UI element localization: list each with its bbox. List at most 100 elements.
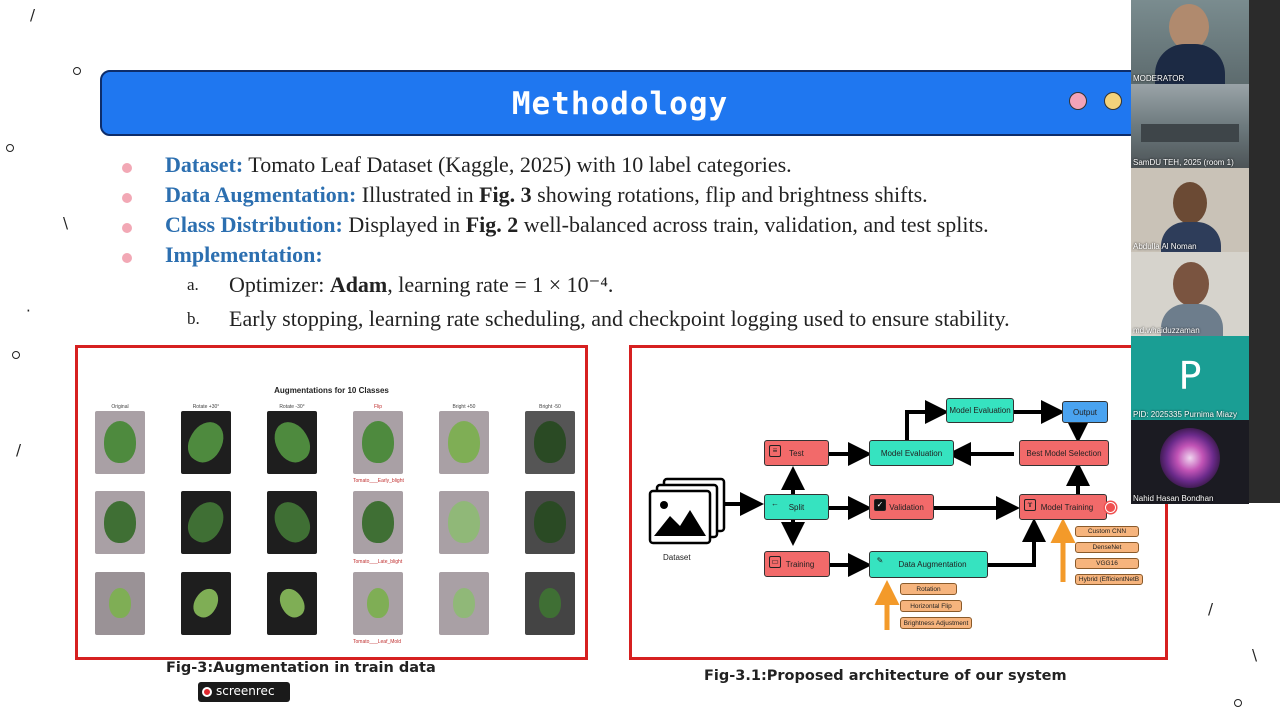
column-header: Rotate -30° [279,404,305,410]
aug-option: Brightness Adjustment [900,617,972,629]
architecture-figure: Dataset ≡ Test ← Split ▭ Training Model … [629,345,1168,660]
screenrec-label: screenrec [216,684,275,698]
bullet-implementation: Implementation: [122,242,1122,272]
node-model-training: ɤ Model Training [1019,494,1107,520]
participant-tile[interactable]: MODERATOR [1131,0,1249,84]
row-label: Tomato___Leaf_Mold [353,639,402,645]
participant-panel: MODERATOR SamDU TEH, 2025 (room 1) Abdul… [1131,0,1280,504]
participant-name: SamDU TEH, 2025 (room 1) [1133,158,1234,167]
aug-option: Rotation [900,583,957,595]
augmentation-figure: Augmentations for 10 Classes Original Ro… [75,345,588,660]
participant-tile[interactable]: Abdulla Al Noman [1131,168,1249,252]
participant-initial: P [1178,354,1202,398]
bullet-marker [122,223,132,233]
fig-3-caption: Fig-3:Augmentation in train data [166,660,436,676]
leaf-image [181,491,231,554]
column-header: Flip [373,404,383,410]
leaf-image [95,411,145,474]
fig-3-1-caption: Fig-3.1:Proposed architecture of our sys… [704,668,1067,684]
clipboard-icon: ≡ [769,445,781,457]
model-option: Hybrid (EfficientNetB [1075,574,1143,585]
bullet-data-augmentation: Data Augmentation: Illustrated in Fig. 3… [122,182,1122,212]
leaf-image [267,411,317,474]
participant-name: Nahid Hasan Bondhan [1133,494,1214,503]
checkbox-icon: ✓ [874,499,886,511]
leaf-image [439,411,489,474]
circle-decoration [12,351,20,359]
column-header: Bright -50 [539,404,561,410]
node-model-evaluation-top: Model Evaluation [946,398,1014,423]
node-output: Output [1062,401,1108,423]
pink-dot-icon [1069,92,1087,110]
slide-title-bar: Methodology [100,70,1140,136]
slide-title: Methodology [511,86,729,122]
leaf-image [353,411,403,474]
bullet-class-distribution: Class Distribution: Displayed in Fig. 2 … [122,212,1122,242]
sub-item-early-stopping: b. Early stopping, learning rate schedul… [187,306,1010,331]
leaf-image [525,491,575,554]
bullet-marker [122,253,132,263]
dot-decoration: · [26,302,31,320]
bullet-list: Dataset: Tomato Leaf Dataset (Kaggle, 20… [122,152,1122,340]
node-data-augmentation: ✎ Data Augmentation [869,551,988,578]
column-header: Rotate +30° [192,404,220,410]
node-model-evaluation: Model Evaluation [869,440,954,466]
leaf-image [181,572,231,635]
row-label: Tomato___Late_blight [353,559,403,565]
leaf-image [181,411,231,474]
circle-decoration [1234,699,1242,707]
slash-decoration: / [1208,600,1214,618]
red-pointer-dot [1105,502,1116,513]
leaf-image [525,411,575,474]
row-label: Tomato___Early_blight [353,478,404,484]
brain-icon: ɤ [1024,499,1036,511]
participant-tile[interactable]: md.whaiduzzaman [1131,252,1249,336]
bullet-marker [122,193,132,203]
backslash-decoration: \ [63,214,69,232]
model-option: VGG16 [1075,558,1139,569]
augmentation-figure-title: Augmentations for 10 Classes [274,386,389,395]
participant-tile[interactable]: SamDU TEH, 2025 (room 1) [1131,84,1249,168]
leaf-image [353,572,403,635]
node-validation: ✓ Validation [869,494,934,520]
circle-decoration [73,67,81,75]
node-best-model-selection: Best Model Selection [1019,440,1109,466]
leaf-image [439,572,489,635]
leaf-image [439,491,489,554]
node-test: ≡ Test [764,440,829,466]
slash-decoration: / [30,6,36,24]
wand-icon: ✎ [876,556,884,565]
dataset-label: Dataset [663,553,691,562]
participant-tile[interactable]: Nahid Hasan Bondhan [1131,420,1249,504]
leaf-image [267,572,317,635]
leaf-image [525,572,575,635]
column-header: Original [111,404,129,410]
column-header: Bright +50 [452,404,476,410]
leaf-image [267,491,317,554]
node-split: ← Split [764,494,829,520]
architecture-arrows [648,400,1090,630]
bullet-dataset: Dataset: Tomato Leaf Dataset (Kaggle, 20… [122,152,1122,182]
leaf-image [95,572,145,635]
circle-decoration [6,144,14,152]
participant-name: MODERATOR [1133,74,1185,83]
participant-tile[interactable]: P PID: 2025335 Purnima Miazy [1131,336,1249,420]
leaf-image [95,491,145,554]
screenrec-watermark: screenrec [198,682,290,702]
slash-decoration: / [16,441,22,459]
aug-option: Horizontal Flip [900,600,962,612]
split-arrow-icon: ← [771,499,779,508]
record-icon [202,687,212,697]
sub-item-optimizer: a. Optimizer: Adam, learning rate = 1 × … [187,272,614,297]
bullet-marker [122,163,132,173]
model-option: Custom CNN [1075,526,1139,537]
participant-name: md.whaiduzzaman [1133,326,1200,335]
monitor-icon: ▭ [769,556,781,568]
backslash-decoration: \ [1252,646,1258,664]
participant-name: Abdulla Al Noman [1133,242,1197,251]
participant-name: PID: 2025335 Purnima Miazy [1133,410,1238,419]
node-training: ▭ Training [764,551,830,577]
leaf-image [353,491,403,554]
model-option: DenseNet [1075,542,1139,553]
yellow-dot-icon [1104,92,1122,110]
